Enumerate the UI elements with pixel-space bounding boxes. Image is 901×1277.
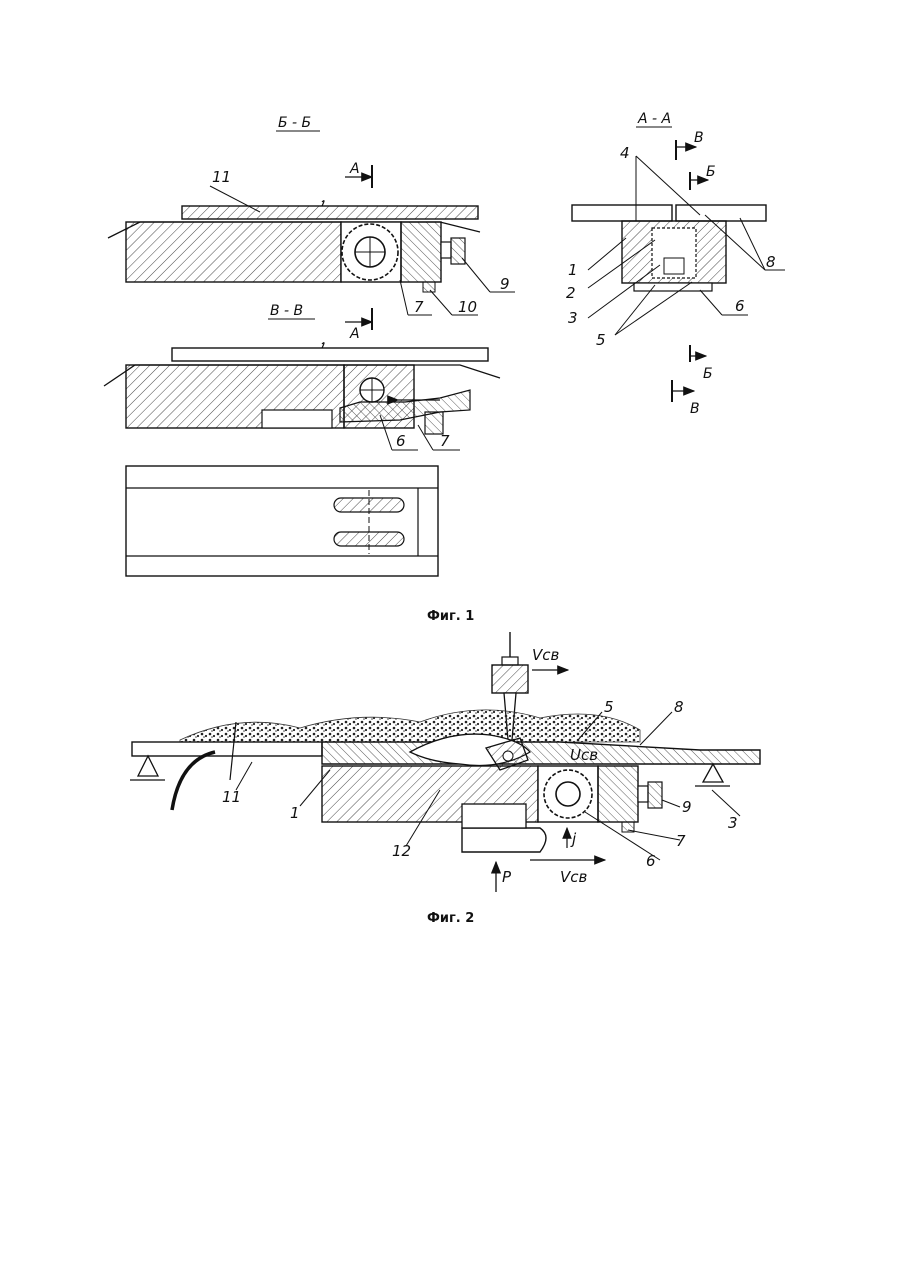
- weld-label: Uсв: [570, 746, 598, 764]
- fig2-label-9: 9: [682, 798, 692, 816]
- plan-view: [126, 466, 438, 576]
- section-bb-title: Б - Б: [278, 115, 311, 131]
- welding-torch: [492, 665, 528, 693]
- fig2-label-11: 11: [222, 788, 241, 806]
- figure2-caption: Фиг. 2: [427, 911, 474, 926]
- cut-mark-b-bottom: Б: [703, 366, 713, 382]
- cut-mark-b-top: Б: [706, 164, 716, 180]
- label-aa-5: 5: [596, 331, 606, 349]
- section-vv-title: В - В: [270, 303, 303, 319]
- label-aa-2: 2: [566, 284, 576, 302]
- label-aa-8: 8: [766, 253, 776, 271]
- section-aa: А - А В Б 4 1 2 3 5 6 8: [566, 111, 785, 417]
- carriage: [462, 828, 546, 852]
- label-10: 10: [458, 298, 477, 316]
- label-aa-3: 3: [568, 309, 578, 327]
- support-force: j: [570, 830, 577, 848]
- fig2-label-1: 1: [290, 804, 300, 822]
- flux-layer: [180, 710, 640, 742]
- label-aa-6: 6: [735, 297, 745, 315]
- plate-5: [322, 742, 760, 764]
- section-aa-title: А - А: [637, 111, 671, 127]
- velocity-top: Vсв: [532, 646, 560, 664]
- section-bb: Б - Б А 11 9 7 10: [108, 115, 515, 316]
- cut-mark-a-bottom: А: [349, 326, 360, 342]
- cut-mark-v-top: В: [694, 130, 704, 146]
- fig2-label-7: 7: [676, 832, 686, 850]
- section-vv: В - В А 6 7: [104, 303, 500, 450]
- label-11: 11: [212, 168, 231, 186]
- figure2: Vсв Uсв P Vсв: [130, 632, 760, 892]
- label-vv-7: 7: [440, 432, 450, 450]
- fig2-label-5: 5: [604, 698, 614, 716]
- plate-11: [182, 206, 478, 219]
- figure1-caption: Фиг. 1: [427, 609, 474, 624]
- fig2-label-12: 12: [392, 842, 411, 860]
- label-9: 9: [500, 275, 510, 293]
- label-aa-4: 4: [620, 144, 630, 162]
- gear-roller: [342, 224, 398, 280]
- label-vv-6: 6: [396, 432, 406, 450]
- fig2-label-8: 8: [674, 698, 684, 716]
- label-aa-1: 1: [568, 261, 578, 279]
- fig2-label-3: 3: [728, 814, 738, 832]
- velocity-bottom: Vсв: [560, 868, 588, 886]
- cut-mark-v-bottom: В: [690, 401, 700, 417]
- fig2-label-6: 6: [646, 852, 656, 870]
- backing-body: [126, 222, 341, 282]
- cut-mark-a-top: А: [349, 161, 360, 177]
- label-7: 7: [414, 298, 424, 316]
- force-p: P: [502, 868, 512, 886]
